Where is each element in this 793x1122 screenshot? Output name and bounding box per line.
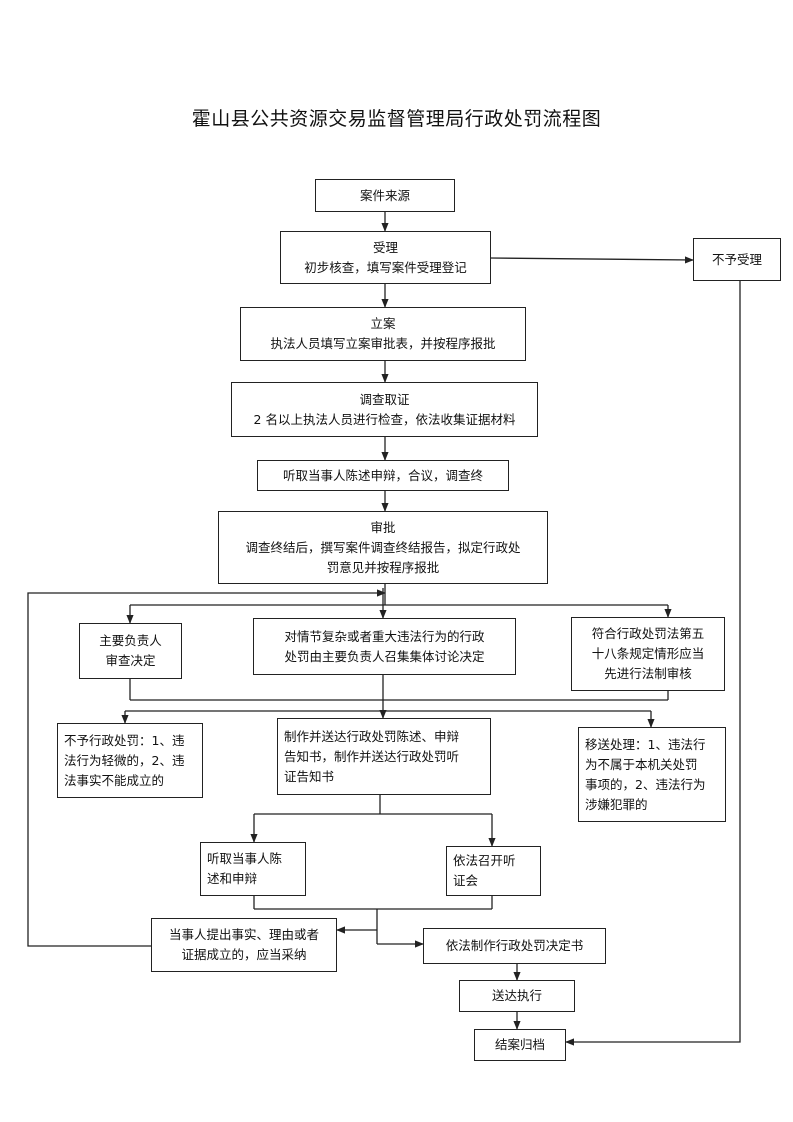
arrow-accept-to-not-accept: [489, 256, 694, 264]
node-notice-line-1: 制作并送达行政处罚陈述、申辩: [284, 728, 460, 744]
node-head-review-line-2: 审查决定: [105, 653, 156, 668]
node-transfer-line-4: 涉嫌犯罪的: [585, 796, 648, 812]
node-not-accept: 不予受理: [693, 238, 781, 281]
node-decision: 依法制作行政处罚决定书: [423, 928, 606, 964]
node-serve: 送达执行: [459, 980, 575, 1012]
node-notice-line-2: 告知书，制作并送达行政处罚听: [284, 748, 460, 764]
node-file-case-title: 立案: [370, 316, 396, 331]
node-case-source-text: 案件来源: [359, 187, 410, 203]
node-file-case: 立案 执法人员填写立案审批表，并按程序报批: [240, 307, 526, 361]
node-approval-desc-1: 调查终结后，撰写案件调查终结报告，拟定行政处: [245, 539, 521, 555]
node-approval-desc-2: 罚意见并按程序报批: [326, 559, 440, 575]
node-hear-parties: 听取当事人陈述申辩，合议，调查终: [257, 460, 509, 491]
node-not-accept-text: 不予受理: [711, 251, 762, 267]
node-investigate-title: 调查取证: [359, 391, 410, 407]
node-adopt: 当事人提出事实、理由或者 证据成立的，应当采纳: [151, 918, 337, 972]
node-transfer-line-1: 移送处理：1、违法行: [585, 736, 706, 752]
node-transfer-line-3: 事项的，2、违法行为: [585, 776, 706, 792]
node-collective-line-1: 对情节复杂或者重大违法行为的行政: [284, 628, 485, 644]
page-title: 霍山县公共资源交易监督管理局行政处罚流程图: [191, 108, 602, 130]
node-legal-review: 符合行政处罚法第五 十八条规定情形应当 先进行法制审核: [571, 617, 725, 691]
node-close-text: 结案归档: [494, 1037, 545, 1052]
node-hear-defense-line-2: 述和申辩: [207, 871, 258, 886]
node-hear-defense-line-1: 听取当事人陈: [207, 851, 283, 866]
node-accept-desc: 初步核查，填写案件受理登记: [304, 259, 467, 275]
node-adopt-line-1: 当事人提出事实、理由或者: [168, 927, 319, 942]
line-adopt-loop-back: [27, 589, 386, 947]
node-investigate: 调查取证 2 名以上执法人员进行检查，依法收集证据材料: [231, 382, 538, 437]
node-no-penalty-line-1: 不予行政处罚：1、违: [64, 732, 185, 748]
node-notice-line-3: 证告知书: [284, 768, 335, 784]
node-notice: 制作并送达行政处罚陈述、申辩 告知书，制作并送达行政处罚听 证告知书: [277, 718, 491, 795]
node-investigate-desc: 2 名以上执法人员进行检查，依法收集证据材料: [253, 411, 516, 427]
line-not-accept-to-close: [565, 281, 741, 1046]
node-close: 结案归档: [474, 1029, 566, 1061]
node-no-penalty: 不予行政处罚：1、违 法行为轻微的，2、违 法事实不能成立的: [57, 723, 203, 798]
node-case-source: 案件来源: [315, 179, 455, 212]
node-legal-review-line-3: 先进行法制审核: [604, 666, 692, 681]
node-legal-review-line-2: 十八条规定情形应当: [591, 646, 705, 661]
node-hearing-line-2: 证会: [453, 873, 479, 888]
node-transfer: 移送处理：1、违法行 为不属于本机关处罚 事项的，2、违法行为 涉嫌犯罪的: [578, 727, 726, 822]
node-collective: 对情节复杂或者重大违法行为的行政 处罚由主要负责人召集集体讨论决定: [253, 618, 516, 675]
node-no-penalty-line-3: 法事实不能成立的: [64, 772, 165, 788]
node-hearing-line-1: 依法召开听: [453, 853, 516, 868]
node-adopt-line-2: 证据成立的，应当采纳: [181, 947, 307, 962]
node-serve-text: 送达执行: [491, 988, 542, 1003]
node-accept-title: 受理: [372, 239, 398, 255]
node-approval: 审批 调查终结后，撰写案件调查终结报告，拟定行政处 罚意见并按程序报批: [218, 511, 548, 584]
node-decision-text: 依法制作行政处罚决定书: [445, 938, 584, 953]
node-collective-line-2: 处罚由主要负责人召集集体讨论决定: [284, 648, 485, 664]
node-approval-title: 审批: [370, 519, 396, 535]
node-head-review: 主要负责人 审查决定: [79, 623, 182, 679]
node-no-penalty-line-2: 法行为轻微的，2、违: [64, 752, 185, 768]
node-legal-review-line-1: 符合行政处罚法第五: [591, 626, 705, 641]
node-hear-parties-text: 听取当事人陈述申辩，合议，调查终: [282, 467, 483, 483]
node-hearing: 依法召开听 证会: [446, 846, 541, 896]
node-hear-defense: 听取当事人陈 述和申辩: [200, 842, 306, 896]
node-transfer-line-2: 为不属于本机关处罚: [585, 756, 698, 772]
node-file-case-desc: 执法人员填写立案审批表，并按程序报批: [270, 336, 496, 351]
node-head-review-line-1: 主要负责人: [99, 633, 162, 648]
node-accept: 受理 初步核查，填写案件受理登记: [280, 231, 491, 284]
